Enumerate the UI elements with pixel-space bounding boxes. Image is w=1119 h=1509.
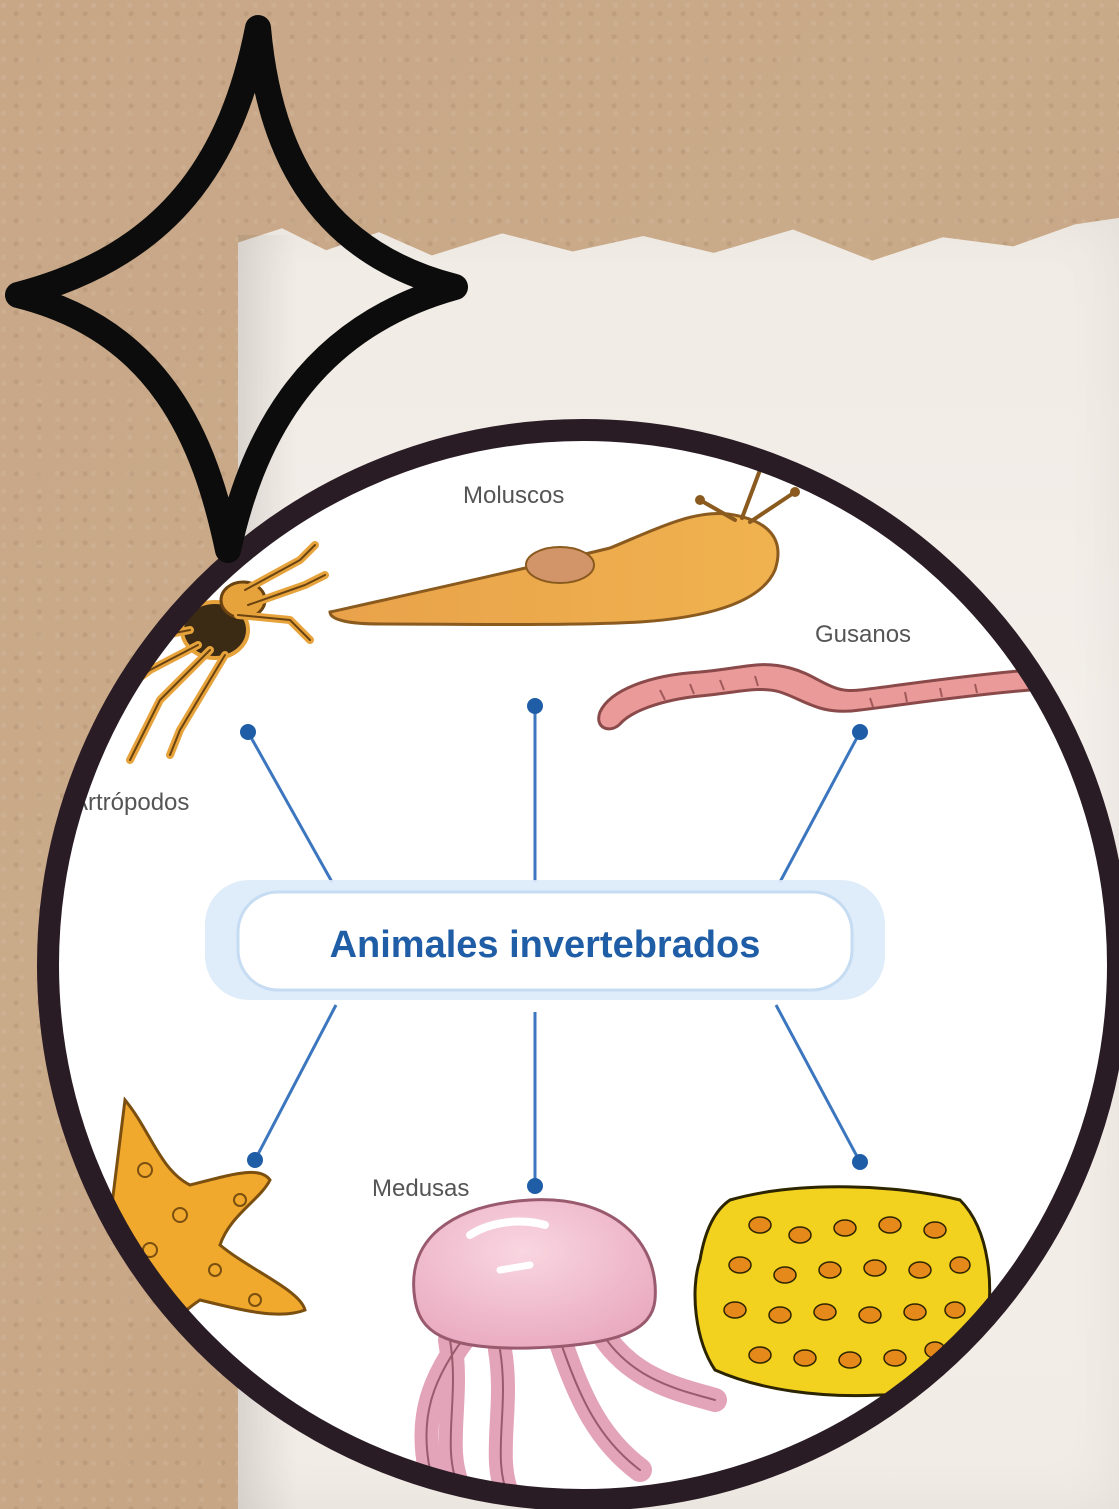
center-node: Animales invertebrados — [205, 880, 885, 1000]
connector-dot — [527, 698, 543, 714]
connector-dot — [852, 1154, 868, 1170]
label-medusas: Medusas — [372, 1175, 469, 1202]
label-moluscos: Moluscos — [463, 482, 564, 509]
label-artropodos: Artrópodos — [72, 789, 189, 816]
connector-dot — [240, 724, 256, 740]
center-node-title: Animales invertebrados — [330, 924, 761, 966]
connector-dot — [247, 1152, 263, 1168]
label-gusanos: Gusanos — [815, 621, 911, 648]
connector-dot — [852, 724, 868, 740]
connector-dot — [527, 1178, 543, 1194]
